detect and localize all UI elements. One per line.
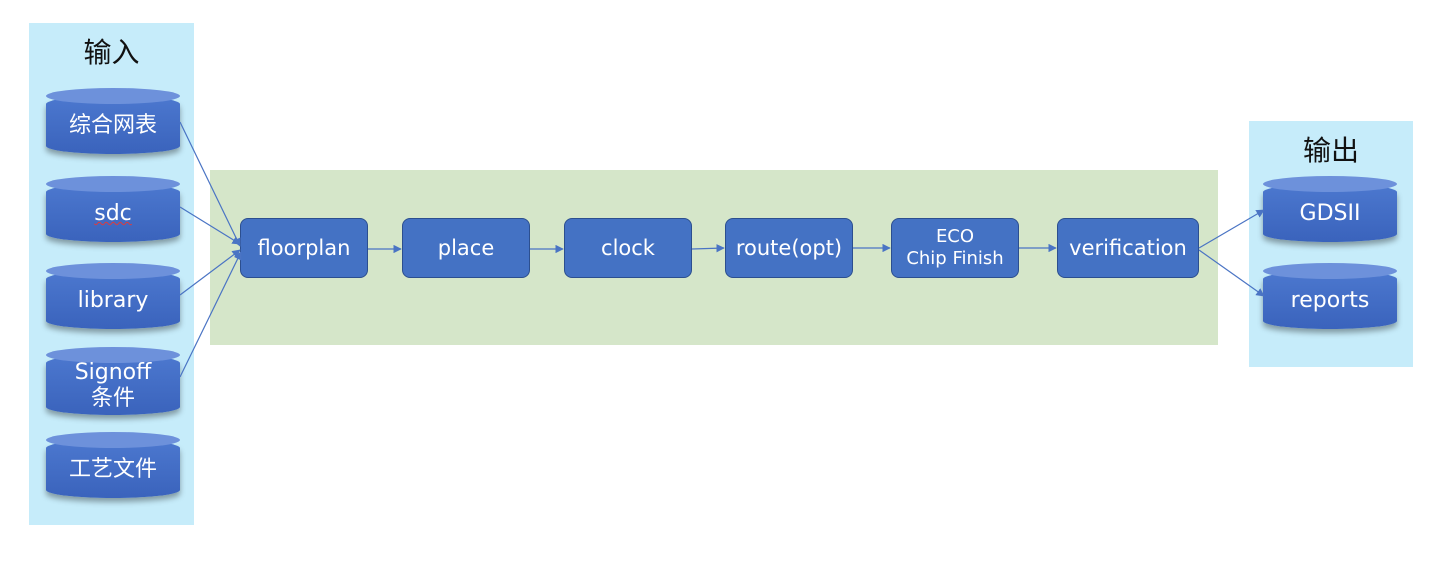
step-route: route(opt) [725, 218, 853, 278]
arrow-signoff-to-floorplan [179, 251, 242, 378]
input-netlist-cylinder: 综合网表 [46, 88, 180, 154]
step-place: place [402, 218, 530, 278]
arrow-sdc-to-floorplan [179, 206, 241, 245]
flow-background [210, 170, 1218, 345]
step-clock: clock [564, 218, 692, 278]
input-techfile-label: 工艺文件 [68, 457, 157, 482]
arrow-library-to-floorplan [179, 249, 241, 296]
input-panel-title: 输入 [83, 36, 140, 69]
input-signoff-cylinder: Signoff 条件 [46, 347, 180, 415]
step-floorplan: floorplan [240, 218, 368, 278]
input-library-cylinder: library [46, 263, 180, 329]
input-sdc-label: sdc [94, 201, 132, 226]
step-eco-chip-finish: ECO Chip Finish [891, 218, 1019, 278]
output-gdsii-label: GDSII [1299, 201, 1361, 226]
input-techfile-cylinder: 工艺文件 [46, 432, 180, 498]
input-sdc-cylinder: sdc [46, 176, 180, 242]
input-netlist-label: 综合网表 [68, 113, 157, 138]
arrow-verification-to-reports [1198, 249, 1265, 297]
input-library-label: library [77, 288, 149, 313]
output-reports-label: reports [1290, 288, 1370, 313]
step-verification: verification [1057, 218, 1199, 278]
arrow-clock-to-route [691, 244, 725, 253]
output-panel-title: 输出 [1302, 134, 1359, 167]
arrow-netlist-to-floorplan [179, 121, 241, 247]
output-gdsii-cylinder: GDSII [1263, 176, 1397, 242]
output-reports-cylinder: reports [1263, 263, 1397, 329]
arrow-verification-to-gdsii [1198, 209, 1265, 249]
input-signoff-label: Signoff 条件 [74, 360, 152, 411]
